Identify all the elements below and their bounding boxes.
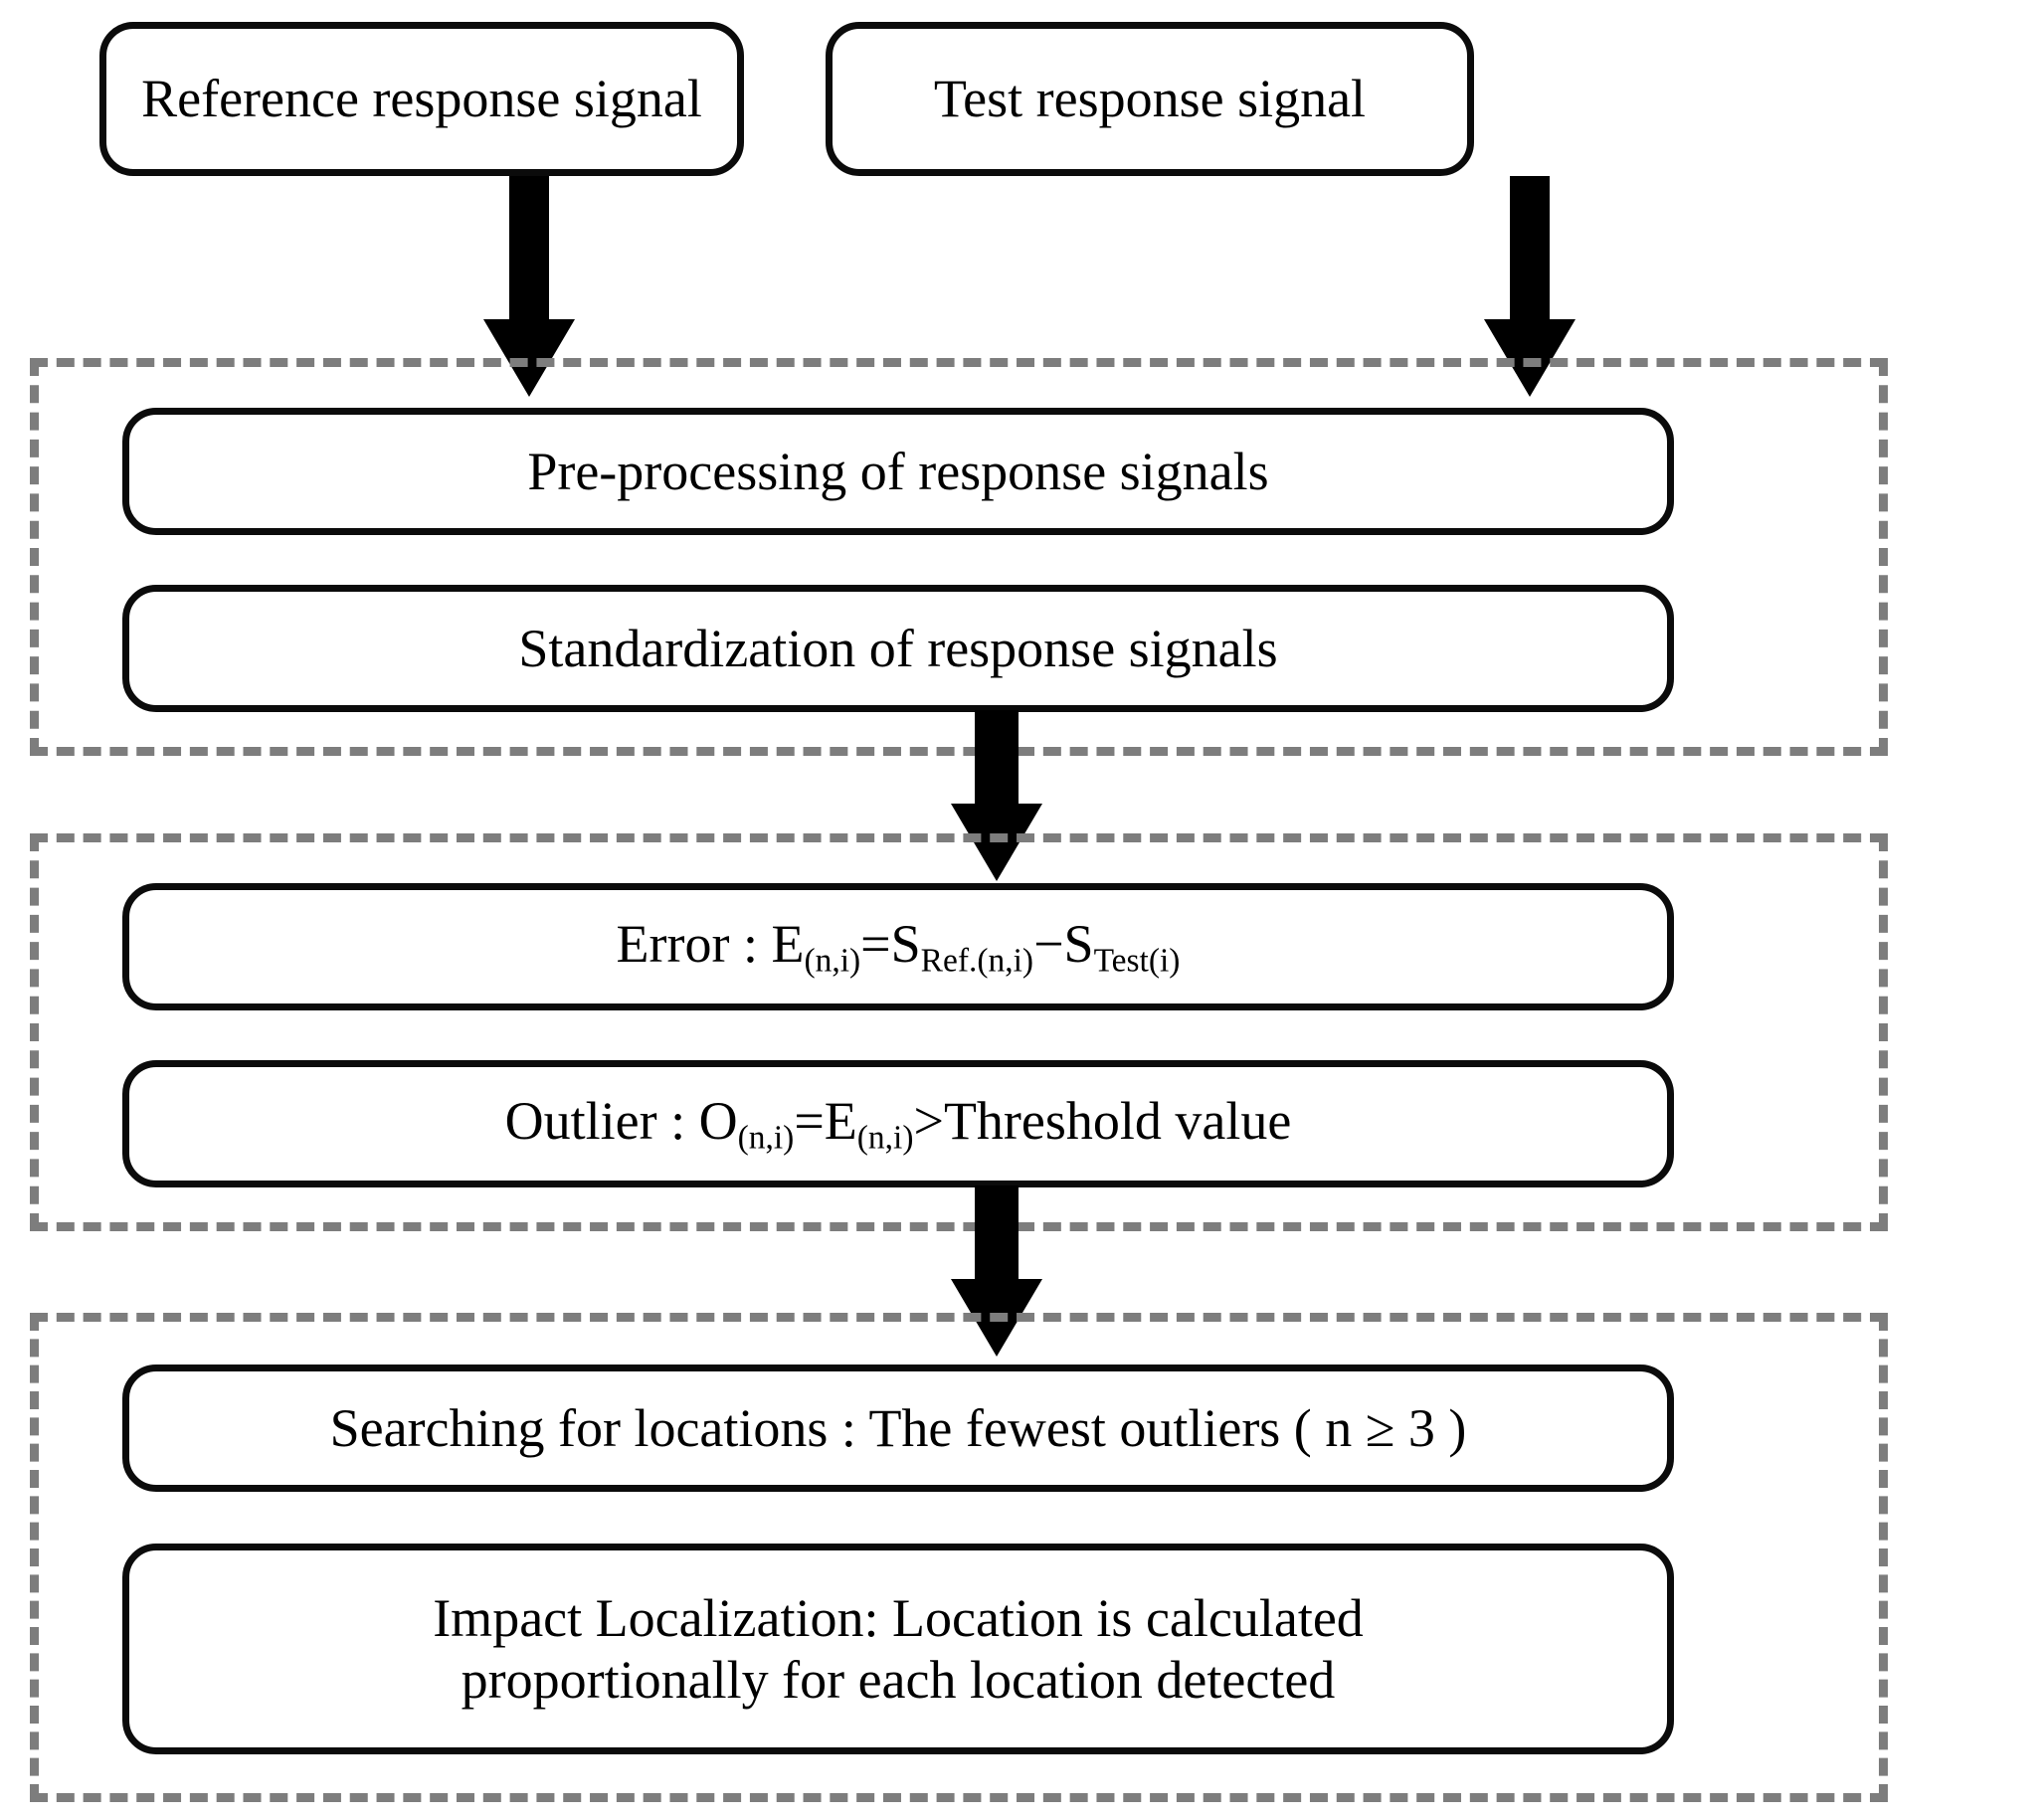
arrow-standardization-to-error: [937, 710, 1056, 881]
error-formula-sub2: Ref.(n,i): [920, 942, 1034, 980]
outlier-formula-sub1: (n,i): [737, 1119, 795, 1157]
outlier-formula-mid: =E: [794, 1091, 857, 1152]
error-formula-mid: =S: [860, 914, 921, 975]
arrow-shaft: [1510, 176, 1550, 327]
error-formula-prefix: Error : E: [616, 914, 805, 975]
arrow-shaft: [975, 710, 1019, 810]
node-impact-localization[interactable]: Impact Localization: Location is calcula…: [122, 1544, 1674, 1754]
error-formula-sub1: (n,i): [804, 942, 861, 980]
node-standardization[interactable]: Standardization of response signals: [122, 585, 1674, 712]
node-test-response-signal[interactable]: Test response signal: [826, 22, 1474, 176]
node-reference-response-signal[interactable]: Reference response signal: [99, 22, 744, 176]
group-signal-processing: [30, 358, 1888, 756]
arrow-shaft: [509, 176, 549, 327]
arrow-head: [951, 804, 1042, 881]
node-impact-localization-label: Impact Localization: Location is calcula…: [433, 1587, 1364, 1710]
error-formula-sub3: Test(i): [1093, 942, 1181, 980]
outlier-formula-prefix: Outlier : O: [504, 1091, 738, 1152]
group-localization: [30, 1313, 1888, 1802]
group-error-outlier: [30, 833, 1888, 1231]
node-searching-locations[interactable]: Searching for locations : The fewest out…: [122, 1365, 1674, 1492]
node-error-formula[interactable]: Error : E(n,i)=SRef.(n,i)−STest(i): [122, 883, 1674, 1010]
node-searching-locations-label: Searching for locations : The fewest out…: [329, 1397, 1467, 1458]
node-outlier-formula[interactable]: Outlier : O(n,i)=E(n,i)>Threshold value: [122, 1060, 1674, 1187]
node-standardization-label: Standardization of response signals: [518, 618, 1278, 678]
error-formula-mid2: −S: [1033, 914, 1094, 975]
arrow-shaft: [975, 1185, 1019, 1285]
node-reference-response-signal-label: Reference response signal: [141, 69, 702, 129]
outlier-formula-expression: Outlier : O(n,i)=E(n,i)>Threshold value: [505, 1090, 1292, 1158]
error-formula-expression: Error : E(n,i)=SRef.(n,i)−STest(i): [617, 913, 1181, 981]
outlier-formula-sub2: (n,i): [856, 1119, 914, 1157]
node-test-response-signal-label: Test response signal: [933, 69, 1367, 129]
outlier-formula-mid2: >Threshold value: [913, 1091, 1292, 1152]
node-pre-processing[interactable]: Pre-processing of response signals: [122, 408, 1674, 535]
node-pre-processing-label: Pre-processing of response signals: [527, 441, 1269, 501]
